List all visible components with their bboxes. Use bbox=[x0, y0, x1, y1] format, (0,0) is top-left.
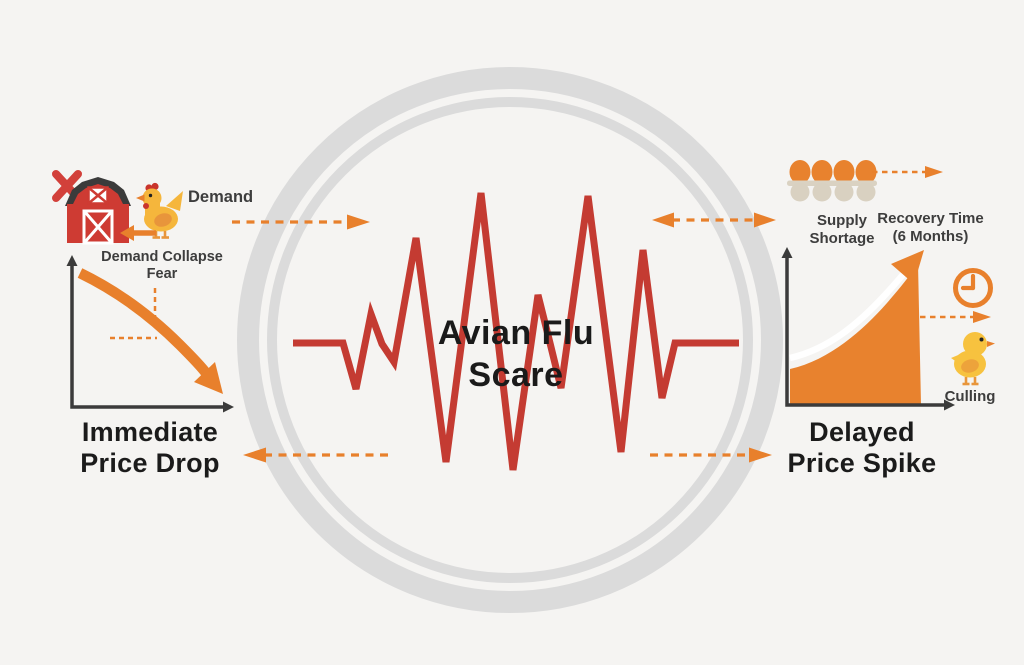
chicken-icon bbox=[136, 182, 183, 239]
clock-icon bbox=[953, 268, 993, 308]
dashed-arrow-supply bbox=[872, 166, 943, 178]
demand-label: Demand bbox=[188, 188, 254, 206]
dashed-arrow-recovery bbox=[920, 311, 991, 323]
price-spike-chart bbox=[781, 247, 955, 411]
dashed-arrow-supply-demand bbox=[652, 212, 776, 228]
page-title: Avian Flu Scare bbox=[437, 314, 595, 395]
demand-collapse-fear-label: Demand Collapse Fear bbox=[101, 249, 223, 283]
solid-left-arrow-icon bbox=[120, 225, 156, 241]
dashed-arrow-price-spike bbox=[650, 447, 772, 463]
culling-label: Culling bbox=[944, 388, 996, 405]
immediate-price-drop-heading: Immediate Price Drop bbox=[80, 417, 220, 478]
egg-carton-icon bbox=[787, 160, 877, 202]
price-drop-chart bbox=[66, 255, 234, 413]
dashed-arrow-price-drop bbox=[243, 447, 391, 463]
dashed-arrow-demand bbox=[232, 214, 370, 230]
recovery-time-label: Recovery Time (6 Months) bbox=[877, 210, 984, 245]
inner-circle-ring bbox=[267, 97, 753, 583]
chick-icon bbox=[951, 332, 995, 386]
delayed-price-spike-heading: Delayed Price Spike bbox=[787, 417, 937, 478]
supply-shortage-label: Supply Shortage bbox=[809, 212, 875, 247]
barn-icon bbox=[65, 177, 131, 245]
